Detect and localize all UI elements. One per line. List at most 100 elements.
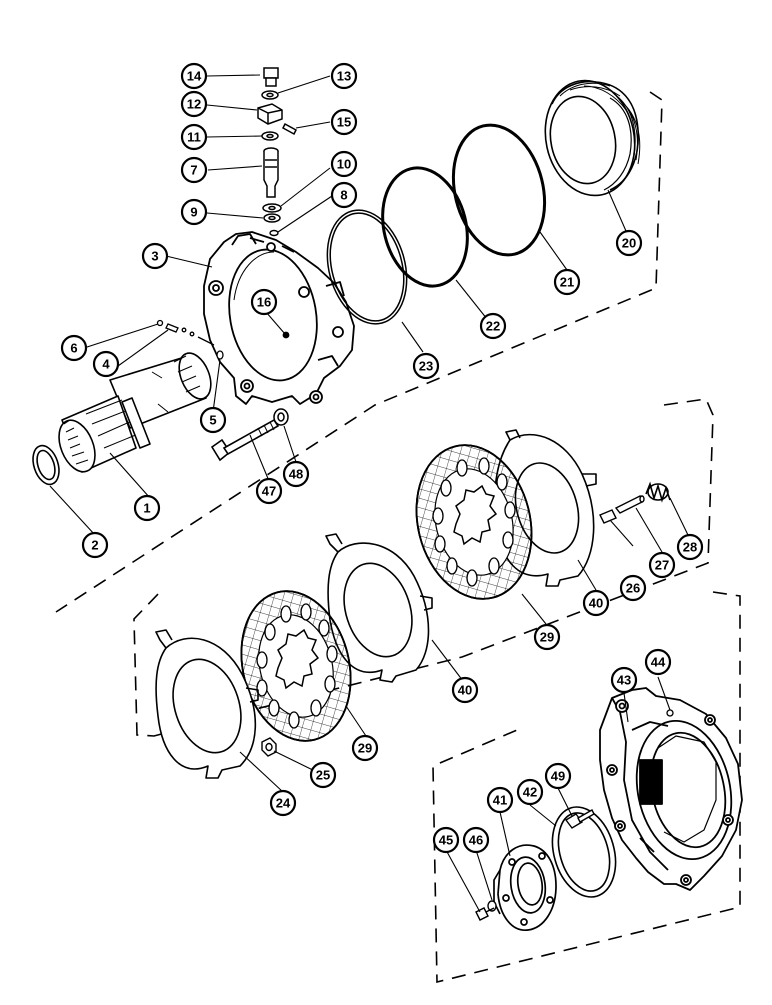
callout-1: 1 xyxy=(133,494,161,522)
part-7-shaft xyxy=(263,147,279,198)
callout-circle xyxy=(141,242,169,270)
middle-group-outline xyxy=(133,398,714,737)
callout-circle xyxy=(676,533,704,561)
callout-circle xyxy=(133,494,161,522)
callout-41: 41 xyxy=(486,786,514,814)
part-1-gear-shaft xyxy=(58,352,212,473)
callout-circle xyxy=(180,156,208,184)
callout-48: 48 xyxy=(282,460,310,488)
upper-group-outline xyxy=(55,91,663,613)
callout-label: 3 xyxy=(151,249,158,264)
callout-label: 45 xyxy=(439,833,453,848)
callout-circle xyxy=(92,350,120,378)
callout-label: 1 xyxy=(143,501,150,516)
part-26-pin xyxy=(599,509,617,524)
callout-circle xyxy=(180,62,208,90)
callout-16: 16 xyxy=(250,288,278,316)
callout-label: 44 xyxy=(651,655,666,670)
part-6-ring xyxy=(156,319,164,327)
callout-label: 21 xyxy=(560,275,574,290)
callout-circle xyxy=(180,90,208,118)
callout-label: 8 xyxy=(340,188,347,203)
callout-label: 20 xyxy=(622,236,636,251)
callout-23: 23 xyxy=(412,352,440,380)
callout-circle xyxy=(60,334,88,362)
callout-label: 6 xyxy=(70,341,77,356)
callout-circle xyxy=(351,734,379,762)
callout-8: 8 xyxy=(330,181,358,209)
part-10-washer xyxy=(262,203,282,213)
callout-circle xyxy=(516,778,544,806)
part-41-cover-plate xyxy=(493,844,557,931)
callout-label: 25 xyxy=(316,768,330,783)
callout-2: 2 xyxy=(81,531,109,559)
callout-47: 47 xyxy=(255,477,283,505)
callout-45: 45 xyxy=(432,826,460,854)
callout-label: 42 xyxy=(523,785,537,800)
callout-10: 10 xyxy=(330,150,358,178)
callout-49: 49 xyxy=(544,762,572,790)
callout-circle xyxy=(619,574,647,602)
part-8-oring xyxy=(269,229,279,237)
callout-24: 24 xyxy=(269,789,297,817)
callout-circle xyxy=(610,666,638,694)
part-21-o-ring xyxy=(451,123,547,257)
callout-46: 46 xyxy=(462,826,490,854)
part-43-housing xyxy=(599,687,743,891)
callout-circle xyxy=(412,352,440,380)
callout-28: 28 xyxy=(676,533,704,561)
callout-circle xyxy=(486,786,514,814)
callout-circle xyxy=(282,460,310,488)
part-5-ball xyxy=(216,350,224,360)
callout-label: 43 xyxy=(617,673,631,688)
callout-label: 22 xyxy=(486,319,500,334)
callout-label: 40 xyxy=(458,683,472,698)
callout-29: 29 xyxy=(533,623,561,651)
part-27-pin xyxy=(614,495,645,514)
callout-label: 14 xyxy=(187,69,202,84)
callout-43: 43 xyxy=(610,666,638,694)
part-29-friction-disc-lower xyxy=(240,590,352,742)
callout-label: 9 xyxy=(190,205,197,220)
part-25-nut xyxy=(261,737,277,757)
callout-label: 29 xyxy=(540,630,554,645)
callout-circle xyxy=(648,551,676,579)
callout-label: 2 xyxy=(91,538,98,553)
callout-label: 24 xyxy=(276,796,291,811)
callout-circle xyxy=(451,676,479,704)
callout-22: 22 xyxy=(479,312,507,340)
part-48-washer xyxy=(273,408,289,426)
callout-circle xyxy=(81,531,109,559)
callout-circle xyxy=(199,406,227,434)
callout-label: 5 xyxy=(209,413,216,428)
callout-circle xyxy=(330,181,358,209)
part-22-o-ring xyxy=(381,166,469,288)
callout-circle xyxy=(180,123,208,151)
callout-label: 26 xyxy=(626,581,640,596)
callout-9: 9 xyxy=(180,198,208,226)
callout-label: 23 xyxy=(419,359,433,374)
callout-label: 13 xyxy=(337,69,351,84)
callout-label: 49 xyxy=(551,769,565,784)
part-9-washer xyxy=(263,213,281,223)
callout-5: 5 xyxy=(199,406,227,434)
callout-circle xyxy=(553,268,581,296)
part-28-spring xyxy=(645,481,671,503)
callout-circle xyxy=(330,108,358,136)
callout-7: 7 xyxy=(180,156,208,184)
callout-circle xyxy=(615,229,643,257)
callout-40: 40 xyxy=(582,589,610,617)
group-outlines xyxy=(55,91,741,984)
callout-4: 4 xyxy=(92,350,120,378)
part-15-screw xyxy=(282,122,297,136)
callout-6: 6 xyxy=(60,334,88,362)
callout-label: 10 xyxy=(337,157,351,172)
callout-circle xyxy=(544,762,572,790)
part-44-plug xyxy=(666,709,674,717)
callout-label: 48 xyxy=(289,467,303,482)
callout-label: 27 xyxy=(655,558,669,573)
part-2-snap-ring xyxy=(32,444,60,486)
callout-label: 28 xyxy=(683,540,697,555)
callout-29: 29 xyxy=(351,734,379,762)
